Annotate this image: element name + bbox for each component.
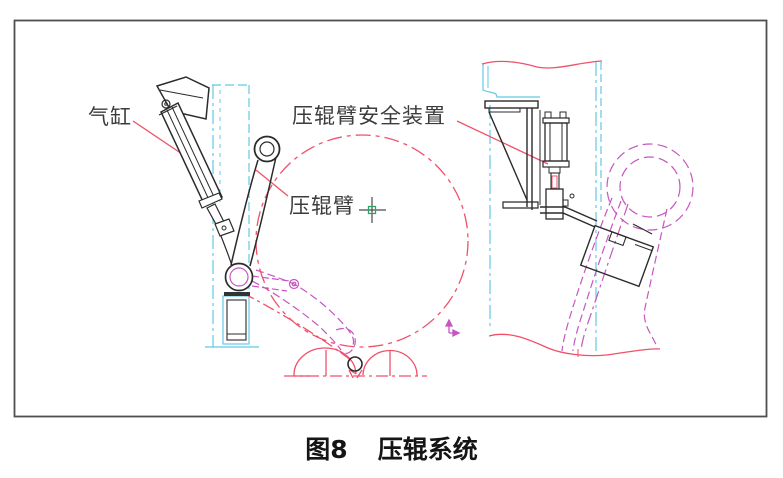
lower-break-line [488, 333, 661, 357]
ucs-axis-icon [444, 318, 461, 338]
upper-break-line [481, 60, 603, 69]
center-point-marker-icon [359, 197, 386, 223]
roller-domes [284, 347, 427, 379]
left-assembly [155, 76, 281, 341]
leader-roller-arm [255, 169, 289, 197]
label-safety-device: 压辊臂安全装置 [292, 104, 446, 128]
figure-caption: 图8 压辊系统 [0, 430, 783, 466]
label-roller-arm: 压辊臂 [289, 194, 355, 218]
pitch-circle [255, 134, 469, 348]
safety-device-cylinder [542, 111, 575, 220]
red-annotation-linework [132, 60, 661, 379]
ghost-position-linework [251, 143, 694, 355]
figure-number: 图8 [305, 435, 348, 464]
label-air-cylinder: 气缸 [88, 105, 132, 129]
figure-border [13, 19, 768, 418]
right-assembly [347, 100, 655, 372]
counterweight-box [579, 224, 655, 288]
figure-title: 压辊系统 [377, 435, 478, 464]
